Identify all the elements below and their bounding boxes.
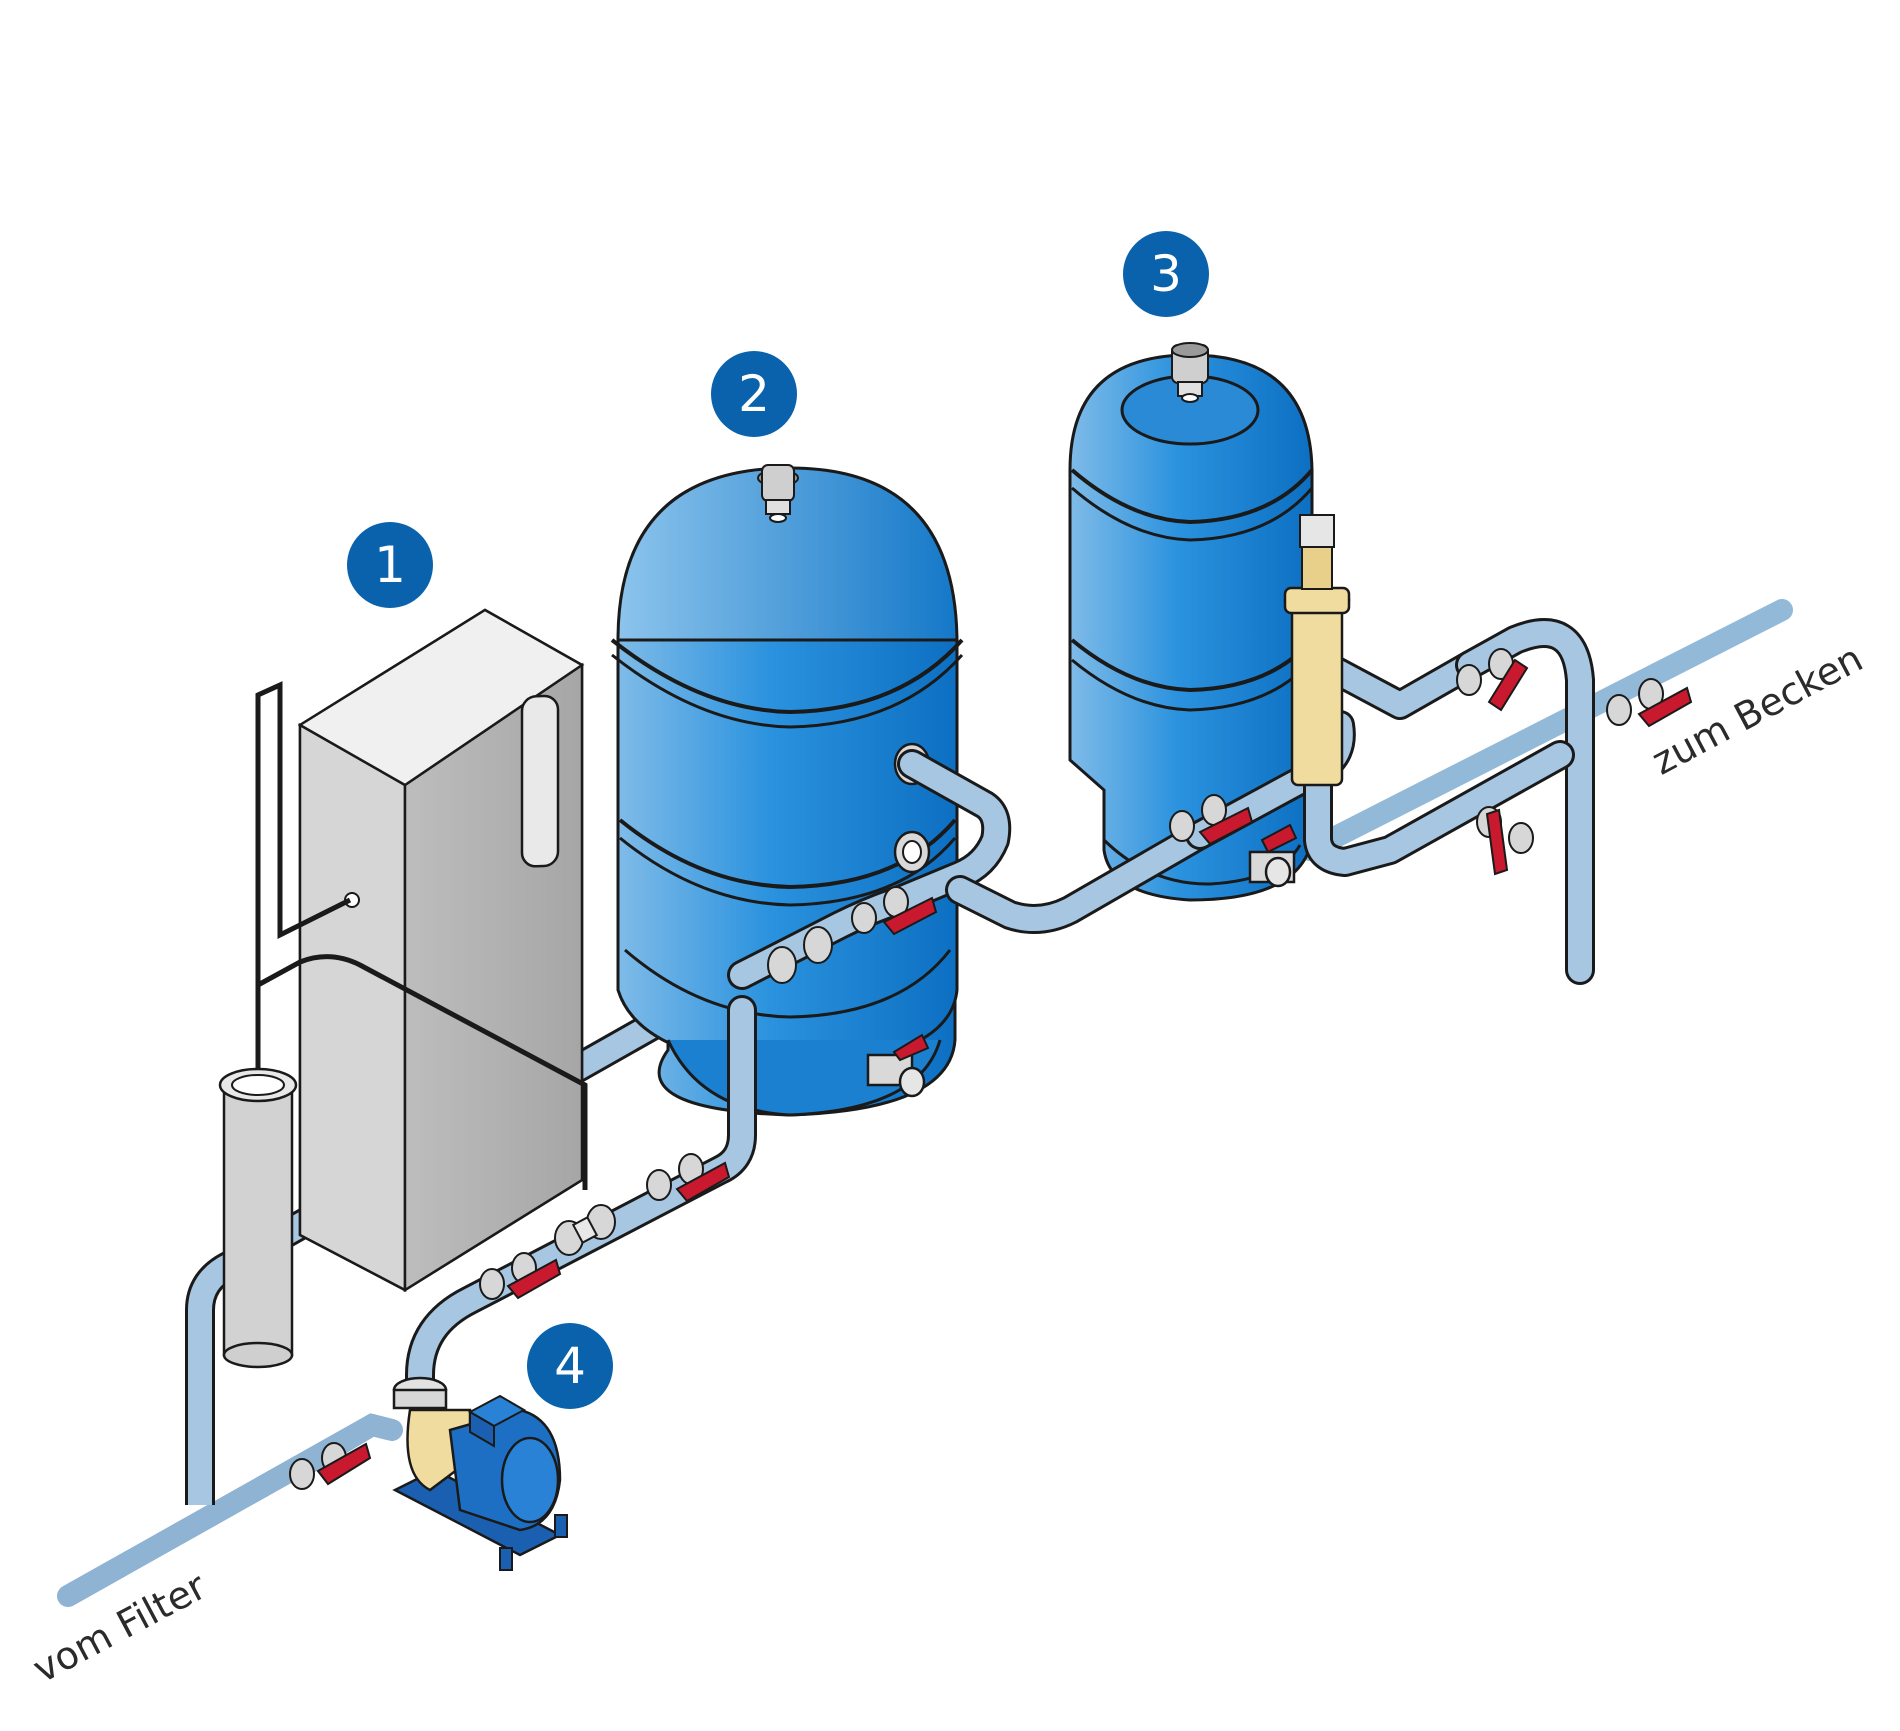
ball-valve bbox=[1476, 806, 1534, 876]
valves bbox=[289, 648, 1693, 1490]
coupling bbox=[554, 1204, 616, 1256]
tank-right bbox=[1068, 342, 1314, 902]
sensor-wire bbox=[255, 681, 588, 1190]
tank-left bbox=[610, 464, 964, 1117]
ball-valve bbox=[479, 1252, 562, 1300]
brass-dosing-unit bbox=[1283, 514, 1351, 787]
coupling bbox=[767, 926, 833, 984]
ball-valve bbox=[646, 1153, 731, 1203]
ball-valve bbox=[1169, 794, 1254, 846]
marker-2: 2 bbox=[711, 351, 797, 437]
marker-4: 4 bbox=[527, 1323, 613, 1409]
sensor-housing bbox=[218, 1067, 298, 1369]
ball-valve bbox=[851, 886, 938, 936]
marker-3: 3 bbox=[1123, 231, 1209, 317]
marker-1: 1 bbox=[347, 522, 433, 608]
ball-valve bbox=[1606, 678, 1693, 728]
pipe-network bbox=[405, 618, 1595, 1410]
pump bbox=[392, 1376, 568, 1571]
outlet-pipe bbox=[1299, 599, 1793, 861]
ball-valve bbox=[1456, 648, 1529, 712]
control-cabinet bbox=[297, 608, 585, 1293]
ball-valve bbox=[289, 1442, 372, 1490]
